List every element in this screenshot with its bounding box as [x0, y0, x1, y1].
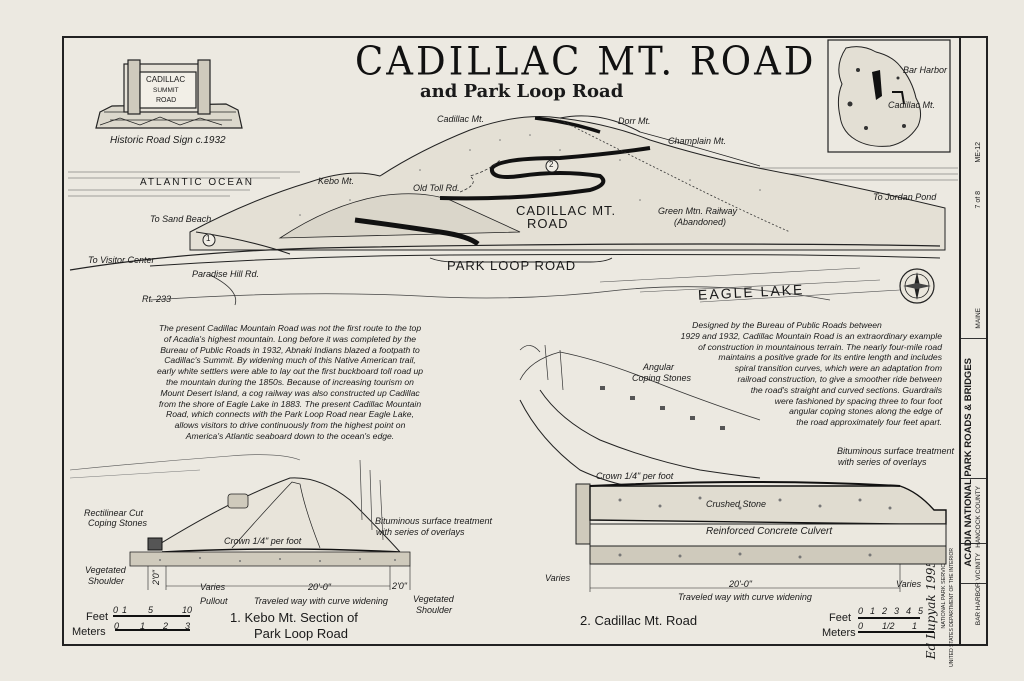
s2-varies-left: Varies — [545, 573, 571, 583]
section-1-caption-1: 1. Kebo Mt. Section of — [230, 610, 358, 625]
s2-bituminous-2: with series of overlays — [838, 457, 927, 467]
label-paradise-hill-rd: Paradise Hill Rd. — [192, 269, 260, 279]
label-railway-2: (Abandoned) — [674, 217, 727, 227]
label-cadillac-road-2: ROAD — [527, 216, 569, 231]
label-rt-233: Rt. 233 — [142, 294, 172, 304]
s2-bituminous-1: Bituminous surface treatment — [837, 446, 955, 456]
sign-text-line-2: SUMMIT — [153, 87, 179, 94]
s1-crown: Crown 1/4" per foot — [224, 536, 302, 546]
section-1-caption-2: Park Loop Road — [254, 626, 348, 641]
s2-scale-feet-0: 0 — [858, 606, 864, 616]
s2-angular-1: Angular — [643, 362, 675, 372]
label-kebo-mt: Kebo Mt. — [318, 176, 355, 186]
label-railway-1: Green Mtn. Railway — [658, 206, 738, 216]
s2-varies-right: Varies — [896, 579, 922, 589]
s2-angular-2: Coping Stones — [632, 373, 692, 383]
s1-vegetated-left-1: Vegetated — [85, 565, 126, 575]
label-champlain-mt: Champlain Mt. — [668, 136, 727, 146]
s1-scale-meters-2: 2 — [163, 621, 169, 631]
history-paragraph: The present Cadillac Mountain Road was n… — [156, 323, 424, 441]
label-cadillac-road-1: CADILLAC MT. — [516, 203, 617, 218]
s1-vegetated-right-1: Vegetated — [413, 594, 454, 604]
s1-bituminous-2: with series of overlays — [376, 527, 465, 537]
label-park-loop-road: PARK LOOP ROAD — [447, 258, 577, 273]
s2-scale-feet-3: 3 — [894, 606, 900, 616]
s1-scale-meters-1: 1 — [140, 621, 146, 631]
s1-traveled: Traveled way with curve widening — [254, 596, 388, 606]
s1-rectilinear-1: Rectilinear Cut — [84, 508, 144, 518]
label-old-toll-rd: Old Toll Rd. — [413, 183, 460, 193]
sign-text-line-1: CADILLAC — [146, 75, 186, 84]
page-title: CADILLAC MT. ROAD — [355, 38, 817, 85]
s2-crown: Crown 1/4" per foot — [596, 471, 674, 481]
s2-crushed-stone: Crushed Stone — [706, 499, 767, 509]
design-paragraph: Designed by the Bureau of Public Roads b… — [680, 320, 942, 428]
s2-culvert: Reinforced Concrete Culvert — [706, 526, 833, 537]
route-marker-1: 1 — [206, 234, 211, 243]
s2-scale-feet-1: 1 — [870, 606, 876, 616]
page-subtitle: and Park Loop Road — [420, 81, 624, 102]
inset-map-label-cadillac: Cadillac Mt. — [888, 100, 936, 110]
compass-rose-icon — [899, 268, 935, 304]
s2-scale-meters-half: 1/2 — [882, 621, 895, 631]
s1-scale-feet-1: 1 — [122, 605, 128, 615]
s1-scale-feet-0: 0 — [113, 605, 119, 615]
route-marker-2: 2 — [549, 160, 554, 169]
s1-scale-feet-10: 10 — [182, 605, 193, 615]
s1-vegetated-right-2: Shoulder — [416, 605, 453, 615]
s1-scale-meters-0: 0 — [114, 621, 120, 631]
s1-vegetated-left-2: Shoulder — [88, 576, 125, 586]
label-to-sand-beach: To Sand Beach — [150, 214, 212, 224]
s2-scale-meters-1: 1 — [912, 621, 918, 631]
label-to-jordan-pond: To Jordan Pond — [873, 192, 937, 202]
s2-traveled: Traveled way with curve widening — [678, 592, 812, 602]
s1-scale-meters-label: Meters — [72, 626, 106, 638]
inset-map-label-bar-harbor: Bar Harbor — [903, 65, 948, 75]
s1-scale-feet-label: Feet — [86, 611, 109, 623]
s1-scale-feet-5: 5 — [148, 605, 154, 615]
s1-bituminous-1: Bituminous surface treatment — [375, 516, 493, 526]
title-block: ACADIA NATIONAL PARK ROADS & BRIDGES HAN… — [961, 36, 988, 646]
s2-scale-meters-label: Meters — [822, 627, 856, 639]
s1-dim-2ft-right: 2'0" — [392, 581, 407, 591]
sign-text-line-3: ROAD — [156, 97, 177, 104]
s2-scale-feet-4: 4 — [906, 606, 912, 616]
label-cadillac-mt: Cadillac Mt. — [437, 114, 485, 124]
label-to-visitor-center: To Visitor Center — [88, 255, 155, 265]
s1-scale-meters-3: 3 — [185, 621, 191, 631]
s2-scale-feet-5: 5 — [918, 606, 924, 616]
s2-scale-meters-0: 0 — [858, 621, 864, 631]
label-dorr-mt: Dorr Mt. — [618, 116, 651, 126]
label-atlantic-ocean: ATLANTIC OCEAN — [140, 177, 254, 188]
s1-pullout: Pullout — [200, 596, 228, 606]
drawing-border — [62, 36, 961, 646]
s1-varies: Varies — [200, 582, 226, 592]
s2-dim-20ft: 20'-0" — [729, 579, 752, 589]
s2-scale-feet-2: 2 — [882, 606, 888, 616]
s1-dim-20ft: 20'-0" — [308, 582, 331, 592]
sign-caption: Historic Road Sign c.1932 — [110, 135, 226, 146]
s2-scale-feet-label: Feet — [829, 612, 852, 624]
s1-rectilinear-2: Coping Stones — [88, 518, 148, 528]
section-2-caption: 2. Cadillac Mt. Road — [580, 613, 698, 628]
